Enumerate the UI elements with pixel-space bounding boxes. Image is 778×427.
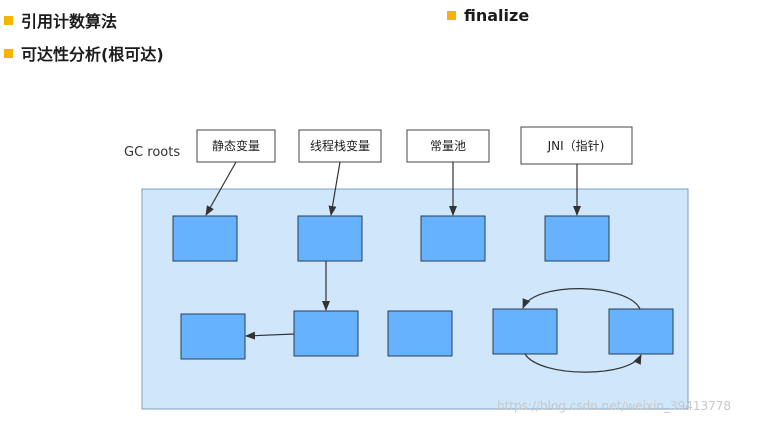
arrow-cycle-bottom <box>524 353 642 373</box>
gc-roots-label: GC roots <box>124 145 180 160</box>
bullet-text: 可达性分析(根可达) <box>21 45 164 64</box>
heap-object-9 <box>608 308 674 355</box>
heap-object-6 <box>293 310 359 357</box>
bullet-finalize: finalize <box>447 6 529 25</box>
heap-object-4 <box>544 215 610 262</box>
arrow-cycle-top <box>522 288 641 310</box>
heap-object-5 <box>180 313 246 360</box>
arrow-static-to-object <box>205 161 237 216</box>
root-box-constant-pool: 常量池 <box>406 129 490 163</box>
bullet-square-icon <box>4 48 13 58</box>
root-label: JNI（指针) <box>547 138 605 153</box>
arrow-object6-to-object5 <box>245 331 295 340</box>
heap-object-7 <box>387 310 453 357</box>
heap-object-8 <box>492 308 558 355</box>
heap-object-2 <box>297 215 363 262</box>
bullet-text: 引用计数算法 <box>21 12 118 31</box>
root-label: 线程栈变量 <box>310 138 370 153</box>
root-label: 常量池 <box>430 139 466 153</box>
heap-object-3 <box>420 215 486 262</box>
root-box-jni: JNI（指针) <box>520 126 633 165</box>
root-box-thread-stack-vars: 线程栈变量 <box>298 129 382 163</box>
bullet-text: finalize <box>464 6 530 25</box>
bullet-square-icon <box>447 11 456 20</box>
bullet-reference-counting: 引用计数算法 <box>4 8 117 32</box>
root-label: 静态变量 <box>212 138 260 153</box>
bullet-square-icon <box>4 15 13 25</box>
arrow-thread-to-object <box>328 161 341 216</box>
watermark-url: https://blog.csdn.net/weixin_39413778 <box>497 399 732 413</box>
heap-object-1 <box>172 215 238 262</box>
bullet-reachability-analysis: 可达性分析(根可达) <box>4 41 164 65</box>
root-box-static-vars: 静态变量 <box>196 129 276 163</box>
